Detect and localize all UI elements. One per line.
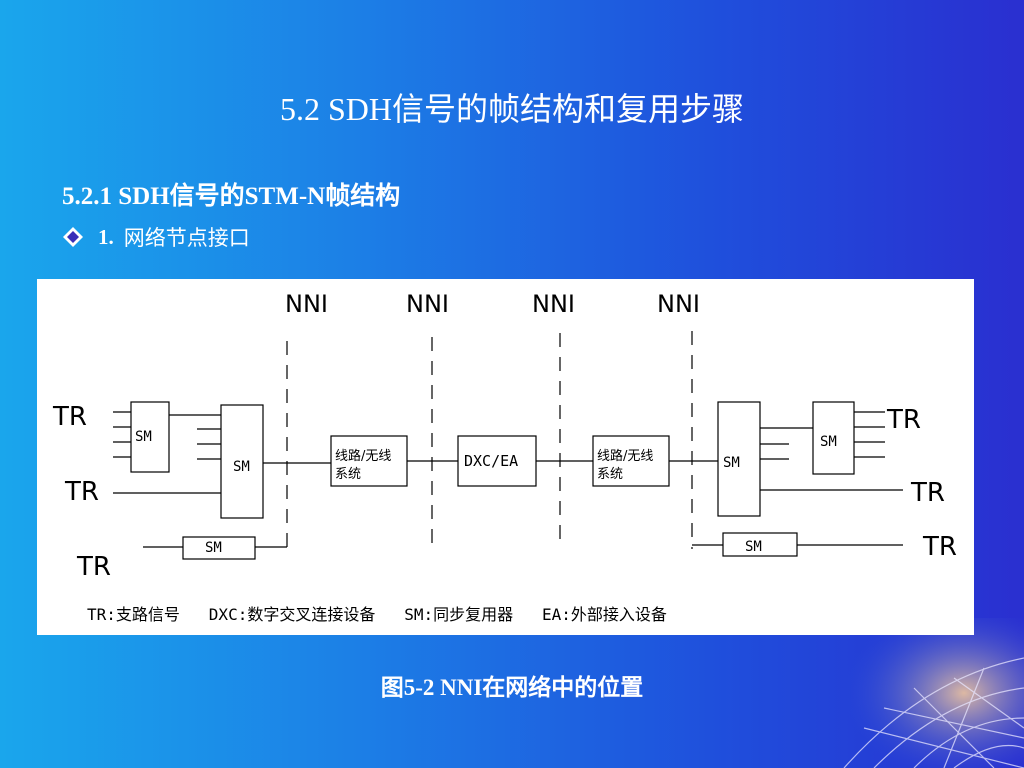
diamond-bullet-icon bbox=[63, 227, 83, 247]
nni-network-diagram: NNI NNI NNI NNI bbox=[37, 279, 974, 635]
bullet-text: 网络节点接口 bbox=[123, 226, 250, 250]
sm-box bbox=[130, 401, 170, 473]
sm-box bbox=[812, 401, 855, 475]
tr-label: TR bbox=[910, 478, 945, 508]
sm-label: SM bbox=[820, 434, 837, 450]
sm-label: SM bbox=[135, 429, 152, 445]
sm-label: SM bbox=[745, 539, 762, 555]
figure-caption: 图5-2 NNI在网络中的位置 bbox=[380, 675, 644, 700]
nni-label: NNI bbox=[532, 290, 575, 318]
sm-label: SM bbox=[233, 459, 250, 475]
nni-label: NNI bbox=[406, 290, 449, 318]
sm-label: SM bbox=[205, 540, 222, 556]
tr-label: TR bbox=[922, 532, 957, 562]
dxc-ea-label: DXC/EA bbox=[464, 452, 518, 470]
decorative-background-image bbox=[824, 618, 1024, 768]
line-system-label: 线路/无线 bbox=[597, 448, 653, 464]
line-system-label: 线路/无线 bbox=[335, 448, 391, 464]
line-system-label: 系统 bbox=[597, 467, 623, 482]
sm-box bbox=[220, 404, 264, 519]
tr-label: TR bbox=[64, 477, 99, 507]
tr-label: TR bbox=[886, 405, 921, 435]
bullet-item: 1. 网络节点接口 bbox=[62, 222, 250, 252]
line-system-label: 系统 bbox=[335, 467, 361, 482]
sm-label: SM bbox=[723, 455, 740, 471]
bullet-number: 1. bbox=[98, 224, 114, 249]
tr-label: TR bbox=[52, 402, 87, 432]
slide-title: 5.2 SDH信号的帧结构和复用步骤 bbox=[279, 91, 745, 127]
sm-box bbox=[182, 536, 256, 560]
diagram-legend: TR:支路信号 DXC:数字交叉连接设备 SM:同步复用器 EA:外部接入设备 bbox=[87, 605, 667, 624]
tr-label: TR bbox=[76, 552, 111, 582]
nni-label: NNI bbox=[657, 290, 700, 318]
section-heading: 5.2.1 SDH信号的STM-N帧结构 bbox=[62, 183, 401, 210]
nni-label: NNI bbox=[285, 290, 328, 318]
